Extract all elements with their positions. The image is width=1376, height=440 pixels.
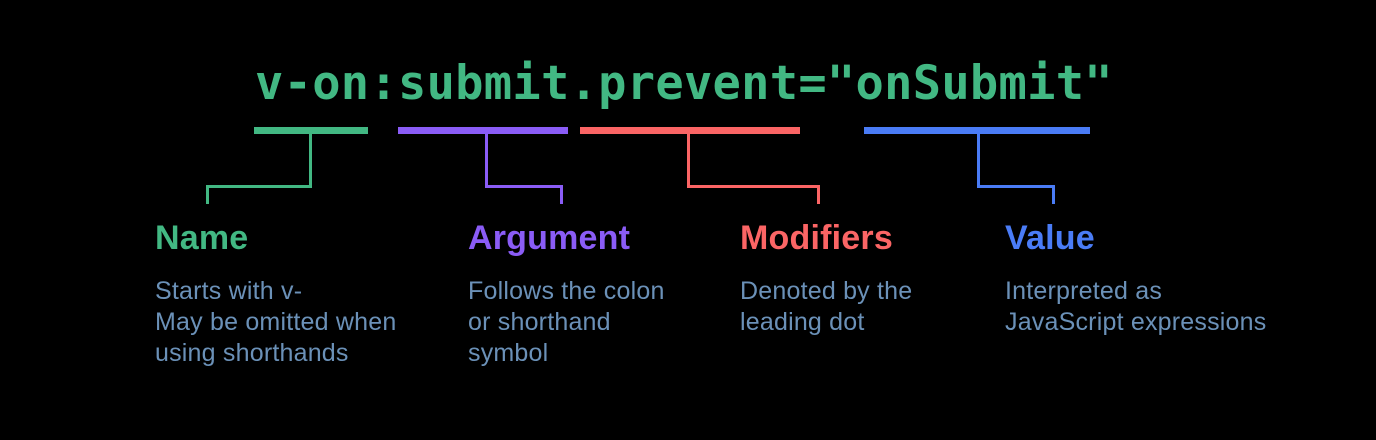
- modifiers-label: Modifiers: [740, 219, 893, 257]
- modifiers-description: Denoted by the leading dot: [740, 276, 912, 338]
- argument-connector-stub: [560, 185, 563, 204]
- value-label: Value: [1005, 219, 1095, 257]
- name-connector-horizontal: [206, 185, 312, 188]
- name-connector-stub: [206, 185, 209, 204]
- name-description: Starts with v- May be omitted when using…: [155, 276, 396, 369]
- value-underline: [864, 127, 1090, 134]
- value-description-line: Interpreted as: [1005, 277, 1163, 305]
- value-description: Interpreted as JavaScript expressions: [1005, 276, 1266, 338]
- directive-code-text: v-on:submit.prevent="onSubmit": [255, 56, 1113, 111]
- value-description-line: JavaScript expressions: [1005, 308, 1267, 336]
- argument-description: Follows the colon or shorthand symbol: [468, 276, 665, 369]
- name-description-line: May be omitted when: [155, 308, 397, 336]
- modifiers-connector-horizontal: [687, 185, 820, 188]
- modifiers-description-line: leading dot: [740, 308, 865, 336]
- argument-underline: [398, 127, 568, 134]
- modifiers-description-line: Denoted by the: [740, 277, 913, 305]
- argument-description-line: Follows the colon: [468, 277, 665, 305]
- name-description-line: using shorthands: [155, 339, 349, 367]
- name-description-line: Starts with v-: [155, 277, 303, 305]
- name-underline: [254, 127, 368, 134]
- value-connector-drop: [977, 134, 980, 188]
- value-connector-horizontal: [977, 185, 1055, 188]
- argument-connector-horizontal: [485, 185, 563, 188]
- modifiers-connector-stub: [817, 185, 820, 204]
- name-connector-drop: [309, 134, 312, 188]
- argument-label: Argument: [468, 219, 631, 257]
- argument-description-line: symbol: [468, 339, 549, 367]
- modifiers-connector-drop: [687, 134, 690, 188]
- modifiers-underline: [580, 127, 800, 134]
- name-label: Name: [155, 219, 249, 257]
- value-connector-stub: [1052, 185, 1055, 204]
- argument-description-line: or shorthand: [468, 308, 611, 336]
- argument-connector-drop: [485, 134, 488, 188]
